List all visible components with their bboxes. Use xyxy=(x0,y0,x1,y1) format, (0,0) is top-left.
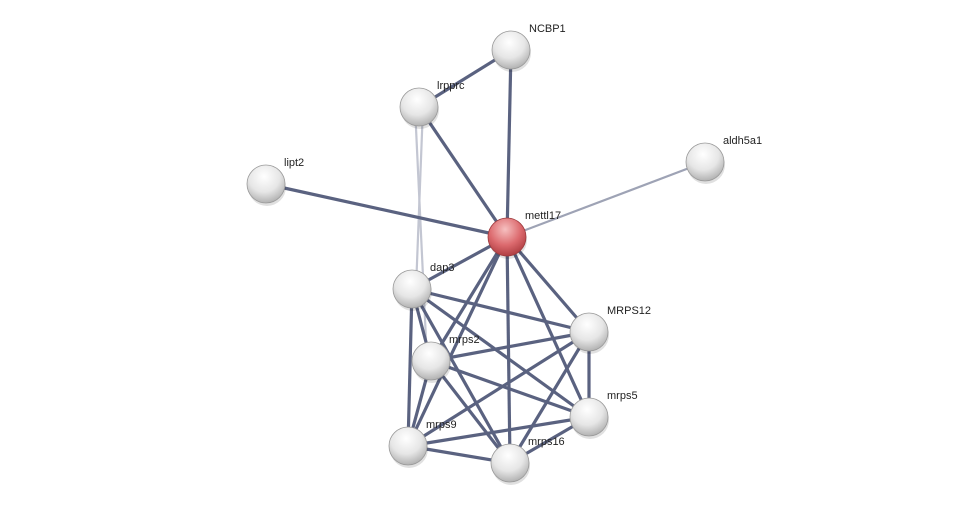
edge-mettl17-mrps2[interactable] xyxy=(429,236,509,362)
node-label: mettl17 xyxy=(525,210,561,222)
edge-lrpprc-mrps2[interactable] xyxy=(413,106,429,362)
edge-NCBP1-mettl17[interactable] xyxy=(505,49,513,238)
node-MRPS12[interactable]: MRPS12 xyxy=(569,305,651,354)
node-label: lrpprc xyxy=(437,80,465,92)
node-sphere[interactable] xyxy=(411,341,451,381)
edge-mrps5-mrps9[interactable] xyxy=(407,415,590,448)
edge-dap3-mrps5[interactable] xyxy=(411,287,590,419)
edge-mettl17-mrps16[interactable] xyxy=(505,236,512,464)
node-sphere[interactable] xyxy=(685,142,725,182)
node-aldh5a1[interactable]: aldh5a1 xyxy=(685,135,762,184)
node-dap3[interactable]: dap3 xyxy=(392,262,454,311)
node-mrps9[interactable]: mrps9 xyxy=(388,419,457,468)
edge-mettl17-MRPS12[interactable] xyxy=(505,235,591,334)
edge-dap3-MRPS12[interactable] xyxy=(411,287,590,334)
edge-dap3-mrps9[interactable] xyxy=(406,288,414,447)
edge-lipt2-mettl17[interactable] xyxy=(265,182,508,239)
edge-lrpprc-mettl17[interactable] xyxy=(417,106,509,238)
edge-mettl17-mrps5[interactable] xyxy=(505,236,591,418)
node-label: dap3 xyxy=(430,262,454,274)
node-sphere[interactable] xyxy=(490,443,530,483)
node-sphere[interactable] xyxy=(388,426,428,466)
node-label: mrps16 xyxy=(528,436,565,448)
node-sphere[interactable] xyxy=(392,269,432,309)
node-sphere[interactable] xyxy=(487,217,527,257)
node-sphere[interactable] xyxy=(569,397,609,437)
edge-mrps2-MRPS12[interactable] xyxy=(430,330,590,363)
edge-mrps2-mrps5[interactable] xyxy=(430,359,590,419)
node-label: mrps5 xyxy=(607,390,638,402)
edge-MRPS12-mrps9[interactable] xyxy=(407,330,590,448)
edge-aldh5a1-mettl17[interactable] xyxy=(506,160,706,239)
edge-mrps2-mrps16[interactable] xyxy=(429,360,512,464)
edge-mettl17-mrps9[interactable] xyxy=(406,236,509,447)
node-lrpprc[interactable]: lrpprc xyxy=(399,80,465,129)
node-mrps2[interactable]: mrps2 xyxy=(411,334,480,383)
node-mettl17[interactable]: mettl17 xyxy=(487,210,561,259)
edge-MRPS12-mrps16[interactable] xyxy=(508,331,591,464)
edge-dap3-mrps16[interactable] xyxy=(410,288,512,464)
node-sphere[interactable] xyxy=(491,30,531,70)
node-label: lipt2 xyxy=(284,157,304,169)
node-lipt2[interactable]: lipt2 xyxy=(246,157,304,206)
node-label: mrps9 xyxy=(426,419,457,431)
node-sphere[interactable] xyxy=(569,312,609,352)
node-label: aldh5a1 xyxy=(723,135,762,147)
node-label: MRPS12 xyxy=(607,305,651,317)
node-label: mrps2 xyxy=(449,334,480,346)
node-label: NCBP1 xyxy=(529,23,566,35)
node-mrps16[interactable]: mrps16 xyxy=(490,436,565,485)
node-sphere[interactable] xyxy=(399,87,439,127)
node-NCBP1[interactable]: NCBP1 xyxy=(491,23,566,72)
node-sphere[interactable] xyxy=(246,164,286,204)
node-mrps5[interactable]: mrps5 xyxy=(569,390,638,439)
